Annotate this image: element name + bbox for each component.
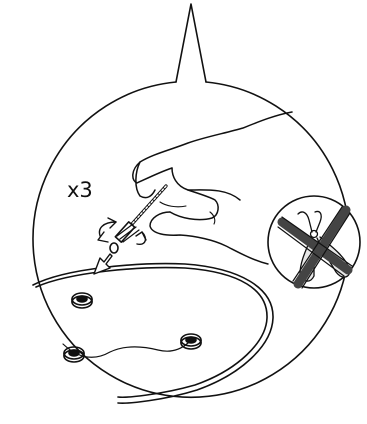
- quantity-label: x3: [67, 180, 93, 201]
- threaded-insert: [64, 347, 84, 362]
- base-plate: [33, 264, 273, 404]
- callout-pointer: [176, 4, 206, 82]
- fastener-pin: [110, 186, 166, 253]
- prohibited-tool-inset: [268, 196, 360, 288]
- threaded-insert: [181, 334, 201, 349]
- threaded-insert: [72, 293, 92, 308]
